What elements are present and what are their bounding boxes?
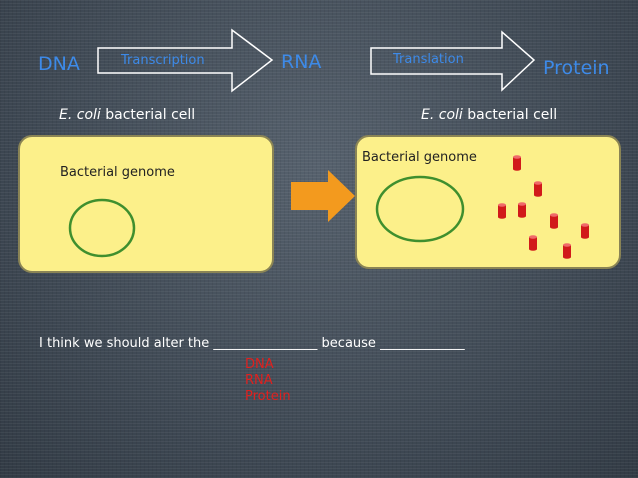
left-cell-caption-text: bacterial cell xyxy=(100,107,196,123)
protein-cylinder xyxy=(518,202,526,218)
question-part2: because xyxy=(321,336,376,351)
question-part1: I think we should alter the xyxy=(39,336,210,351)
option-protein[interactable]: Protein xyxy=(245,389,291,404)
process-arrow xyxy=(291,170,355,222)
transcription-arrow xyxy=(97,28,274,93)
left-genome-shape xyxy=(68,198,136,258)
translation-label: Translation xyxy=(393,52,464,67)
right-cell-caption-species: E. coli xyxy=(421,107,463,123)
answer-options: DNA RNA Protein xyxy=(245,357,291,405)
dna-label: DNA xyxy=(38,53,80,75)
left-cell-caption-species: E. coli xyxy=(59,107,101,123)
protein-cylinder xyxy=(529,235,537,251)
left-bacterial-cell: Bacterial genome xyxy=(18,135,274,273)
right-cell-caption: E. coli bacterial cell xyxy=(421,107,557,123)
protein-cylinder xyxy=(563,243,571,259)
question-line: I think we should alter the ____________… xyxy=(39,336,465,351)
protein-cylinder xyxy=(550,213,558,229)
right-cell-caption-text: bacterial cell xyxy=(462,107,558,123)
option-dna[interactable]: DNA xyxy=(245,357,274,372)
option-rna[interactable]: RNA xyxy=(245,373,273,388)
right-cell-contents xyxy=(375,155,589,259)
right-genome-label: Bacterial genome xyxy=(362,150,477,165)
translation-arrow xyxy=(370,30,536,92)
question-blank-2[interactable]: _____________ xyxy=(380,336,465,351)
transcription-label: Transcription xyxy=(121,53,205,68)
protein-cylinder xyxy=(534,181,542,197)
right-bacterial-cell: Bacterial genome xyxy=(355,135,621,269)
protein-group xyxy=(498,155,589,259)
protein-cylinder xyxy=(498,203,506,219)
protein-cylinder xyxy=(581,223,589,239)
question-blank-1[interactable]: ________________ xyxy=(213,336,318,351)
left-genome-label: Bacterial genome xyxy=(60,165,175,180)
right-genome-ring xyxy=(375,175,465,243)
left-genome-ring xyxy=(68,198,136,258)
left-cell-caption: E. coli bacterial cell xyxy=(59,107,195,123)
rna-label: RNA xyxy=(281,51,322,73)
protein-label: Protein xyxy=(543,57,610,79)
protein-cylinder xyxy=(513,155,521,171)
